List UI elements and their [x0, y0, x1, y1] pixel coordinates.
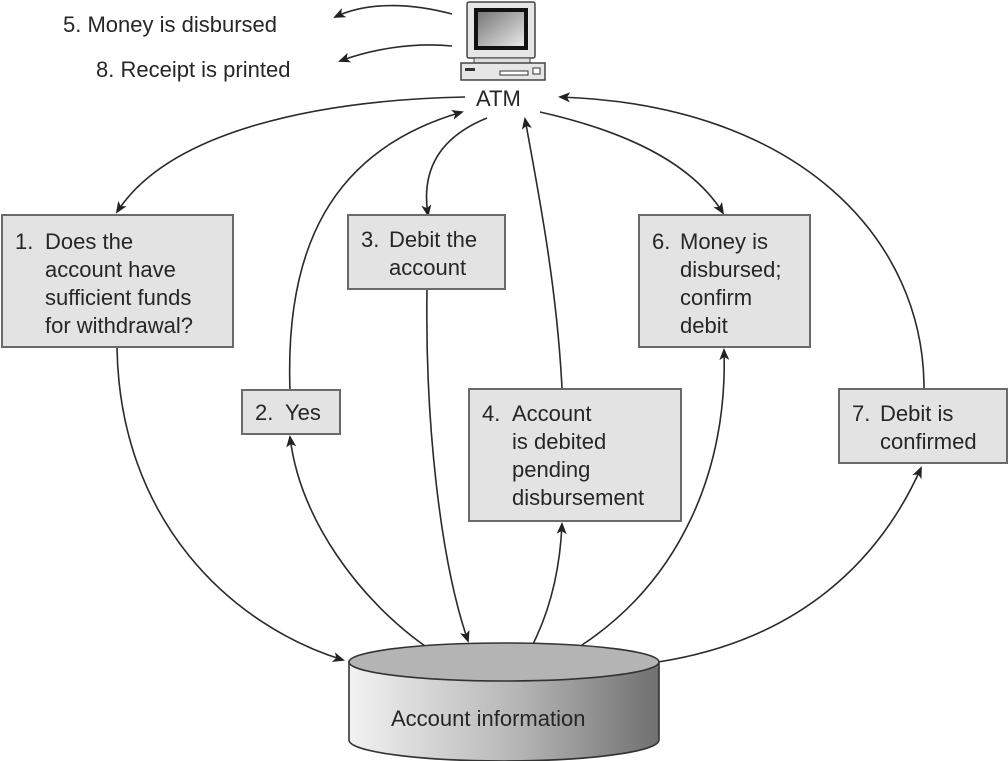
step-6-box: 6. Money is disbursed; confirm debit: [638, 214, 811, 348]
step-1-box: 1. Does the account have sufficient fund…: [1, 214, 234, 348]
arrow-atm-to-money-disbursed: [333, 4, 453, 18]
step-text: Debit is confirmed: [880, 401, 977, 454]
output-receipt-printed: 8. Receipt is printed: [96, 57, 291, 82]
arrow-database-to-step4: [532, 522, 567, 645]
arrow-atm-to-step3: [421, 117, 488, 217]
output-money-disbursed: 5. Money is disbursed: [63, 12, 277, 37]
step-text: Money is disbursed; confirm debit: [680, 229, 782, 338]
arrow-step7-to-atm: [558, 92, 925, 391]
step-text: Yes: [285, 400, 321, 425]
step-text: Debit the account: [389, 227, 478, 280]
step-text: Does the account have sufficient funds f…: [45, 229, 193, 338]
step-2-box: 2. Yes: [241, 389, 341, 435]
step-number: 6.: [652, 229, 671, 254]
step-3-box: 3. Debit the account: [347, 214, 506, 290]
database-cylinder-icon: [348, 642, 660, 761]
step-number: 4.: [482, 401, 501, 426]
arrow-step3-to-database: [426, 289, 470, 643]
step-number: 7.: [852, 401, 871, 426]
arrow-step4-to-atm: [521, 117, 563, 389]
step-7-box: 7. Debit is confirmed: [838, 388, 1008, 464]
arrow-database-to-step6: [581, 348, 730, 646]
arrow-step1-to-database: [116, 347, 345, 662]
step-number: 1.: [15, 229, 34, 254]
arrow-database-to-step2: [286, 435, 426, 647]
database-label: Account information: [391, 706, 586, 731]
computer-terminal-icon: [460, 1, 546, 81]
atm-label: ATM: [476, 86, 521, 111]
step-text: Account is debited pending disbursement: [512, 401, 645, 510]
arrow-atm-to-step1: [115, 96, 466, 214]
arrow-database-to-step7: [657, 466, 922, 663]
step-number: 2.: [255, 400, 274, 425]
arrow-atm-to-receipt: [338, 44, 453, 63]
arrow-atm-to-step6: [539, 111, 725, 215]
step-number: 3.: [361, 227, 380, 252]
step-4-box: 4. Account is debited pending disburseme…: [468, 388, 682, 522]
arrow-step2-to-atm: [288, 109, 464, 391]
